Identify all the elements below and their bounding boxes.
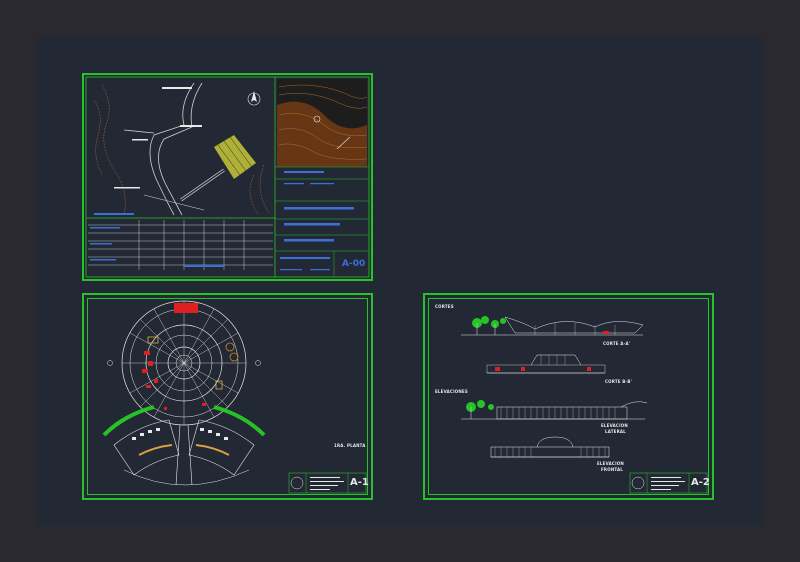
label-elev-frontal-1: ELEVACION	[597, 461, 624, 466]
label-elev-lateral-1: ELEVACION	[601, 423, 628, 428]
floor-plan-drawing	[102, 300, 367, 494]
label-elevaciones: ELEVACIONES	[435, 389, 468, 394]
label-elev-frontal-2: FRONTAL	[601, 467, 624, 472]
label-corte-a: CORTE A-A'	[603, 341, 631, 346]
sheet-a00[interactable]: A-00	[82, 73, 373, 281]
sections-elevations-drawing	[461, 316, 708, 494]
sheet-number-a1: A-1	[350, 477, 369, 488]
sheet-number-a2: A-2	[691, 477, 710, 488]
label-elev-lateral-2: LATERAL	[605, 429, 626, 434]
sheet-number-a00: A-00	[342, 259, 366, 269]
model-space-canvas[interactable]: A-00	[36, 37, 764, 526]
label-cortes: CORTES	[435, 304, 454, 309]
site-plan-drawing	[85, 76, 370, 278]
sheet-a1[interactable]: 1RA. PLANTA A-1	[82, 293, 373, 500]
label-corte-b: CORTE B-B'	[605, 379, 633, 384]
floor-plan-label: 1RA. PLANTA	[334, 443, 366, 448]
sheet-a2[interactable]: CORTES CORTE A-A' CORTE B-B' ELEVACIONES…	[423, 293, 714, 500]
